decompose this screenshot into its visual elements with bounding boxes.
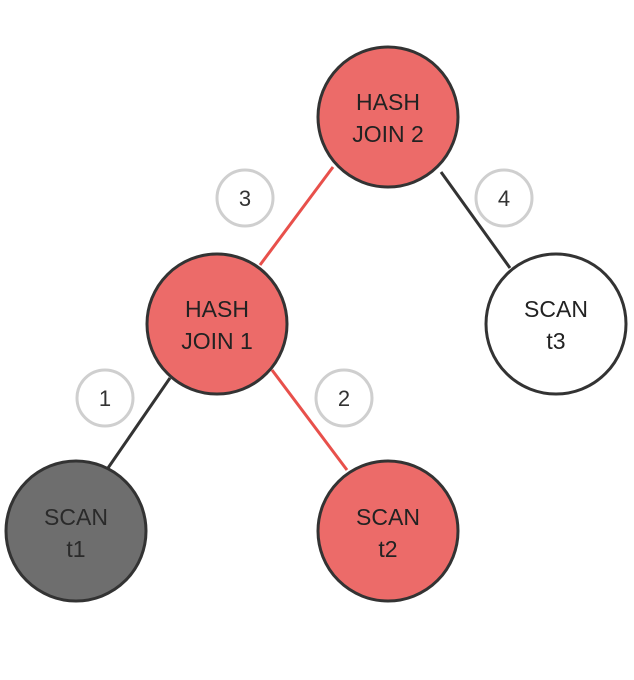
edge-join1-scan-t2 <box>270 369 349 471</box>
edge-badge-2: 2 <box>314 368 374 428</box>
node-hash-join-1-line2: JOIN 1 <box>181 328 253 354</box>
edge-badge-1-label: 1 <box>99 386 111 411</box>
node-hash-join-2-line1: HASH <box>356 89 420 115</box>
edge-badge-3-label: 3 <box>239 186 251 211</box>
edge-join2-join1 <box>258 166 335 266</box>
node-scan-t1[interactable]: SCAN t1 <box>4 459 148 603</box>
node-hash-join-2[interactable]: HASH JOIN 2 <box>316 45 460 189</box>
edge-join2-scan-t3 <box>439 171 512 269</box>
node-hash-join-1-line1: HASH <box>185 296 249 322</box>
node-scan-t3-line2: t3 <box>546 328 565 354</box>
node-hash-join-1[interactable]: HASH JOIN 1 <box>145 252 289 396</box>
edge-badge-4-label: 4 <box>498 186 510 211</box>
node-scan-t2-line2: t2 <box>378 536 397 562</box>
node-scan-t3[interactable]: SCAN t3 <box>484 252 628 396</box>
node-scan-t2[interactable]: SCAN t2 <box>316 459 460 603</box>
node-scan-t1-line1: SCAN <box>44 504 108 530</box>
node-scan-t3-line1: SCAN <box>524 296 588 322</box>
edge-badge-4: 4 <box>474 168 534 228</box>
edge-badge-3: 3 <box>215 168 275 228</box>
node-hash-join-2-line2: JOIN 2 <box>352 121 424 147</box>
node-scan-t2-line1: SCAN <box>356 504 420 530</box>
edge-join1-scan-t1 <box>106 377 172 469</box>
edge-badge-1: 1 <box>75 368 135 428</box>
edge-badge-2-label: 2 <box>338 386 350 411</box>
node-scan-t1-line2: t1 <box>66 536 85 562</box>
